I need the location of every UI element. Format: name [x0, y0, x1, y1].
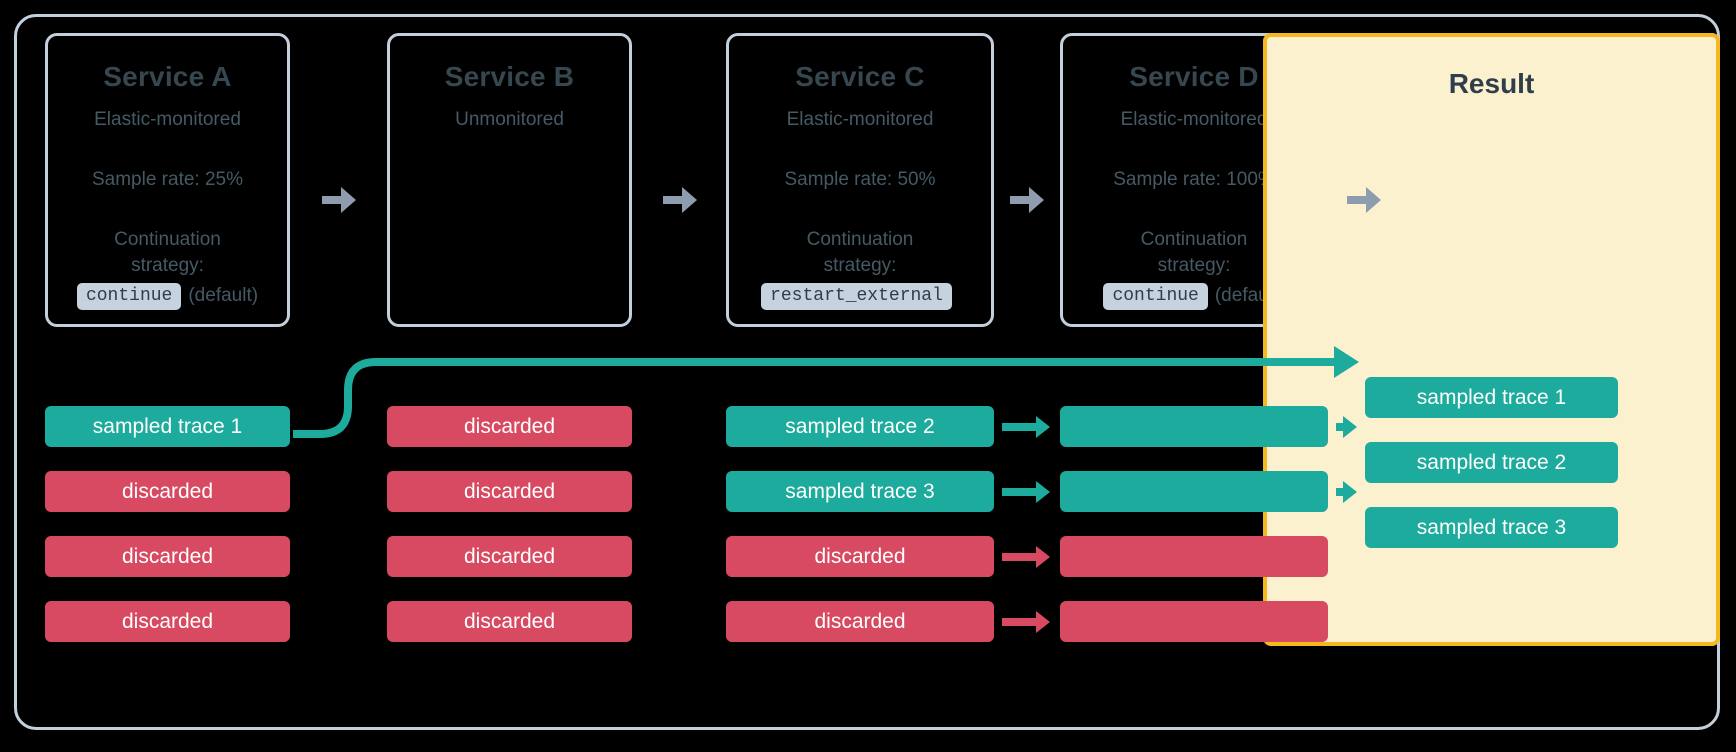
flow-arrow-d-to-result [1347, 187, 1381, 213]
curved-connector-trace1 [293, 346, 1359, 438]
service-a-strategy-note: (default) [188, 285, 259, 307]
service-a-strategy-label: Continuation strategy: [48, 227, 287, 278]
trace-bar-b-3: discarded [387, 536, 632, 577]
service-d-monitoring: Elastic-monitored [1120, 108, 1268, 130]
trace-bar-a-4: discarded [45, 601, 290, 642]
arrow-d1-to-result2 [1336, 416, 1359, 438]
trace-bar-d-1 [1060, 406, 1328, 447]
service-c-strategy-row: restart_external [729, 282, 991, 310]
trace-bar-c-2: sampled trace 3 [726, 471, 994, 512]
service-c-strategy-label: Continuation strategy: [729, 227, 991, 278]
service-panel-a: Service A Elastic-monitored Sample rate:… [45, 33, 290, 327]
service-a-strategy-code: continue [76, 282, 182, 310]
trace-bar-d-3 [1060, 536, 1328, 577]
service-panel-c: Service C Elastic-monitored Sample rate:… [726, 33, 994, 327]
service-b-monitoring: Unmonitored [455, 108, 564, 130]
service-c-sample-rate: Sample rate: 50% [784, 168, 936, 190]
arrow-d2-to-result3 [1336, 481, 1359, 503]
result-item-2: sampled trace 2 [1365, 442, 1618, 483]
arrow-c3-to-d3 [1002, 546, 1052, 568]
trace-bar-a-3: discarded [45, 536, 290, 577]
trace-bar-d-2 [1060, 471, 1328, 512]
result-title: Result [1448, 68, 1535, 99]
service-panel-b: Service B Unmonitored [387, 33, 632, 327]
trace-bar-b-2: discarded [387, 471, 632, 512]
arrow-c2-to-d2 [1002, 481, 1052, 503]
service-c-strategy-line1: Continuation [806, 229, 914, 251]
flow-arrow-c-to-d [1010, 187, 1044, 213]
service-a-sample-rate: Sample rate: 25% [91, 168, 244, 190]
result-item-1: sampled trace 1 [1365, 377, 1618, 418]
trace-bar-d-4 [1060, 601, 1328, 642]
trace-bar-b-1: discarded [387, 406, 632, 447]
trace-bar-a-2: discarded [45, 471, 290, 512]
trace-bar-a-1: sampled trace 1 [45, 406, 290, 447]
arrow-c4-to-d4 [1002, 611, 1052, 633]
service-c-title: Service C [795, 61, 925, 92]
flow-arrow-a-to-b [322, 187, 356, 213]
service-d-strategy-code: continue [1103, 282, 1208, 310]
trace-bar-c-3: discarded [726, 536, 994, 577]
service-a-strategy-line1: Continuation [114, 229, 221, 251]
service-a-strategy-line2: strategy: [131, 255, 204, 277]
service-d-strategy-line2: strategy: [1157, 255, 1231, 277]
service-a-monitoring: Elastic-monitored [94, 108, 241, 130]
flow-arrow-b-to-c [663, 187, 697, 213]
service-d-strategy-line1: Continuation [1140, 229, 1248, 251]
service-d-sample-rate: Sample rate: 100% [1113, 168, 1275, 190]
service-c-strategy-line2: strategy: [823, 255, 897, 277]
service-d-title: Service D [1129, 61, 1259, 92]
service-a-strategy-row: continue (default) [48, 282, 287, 310]
trace-bar-c-4: discarded [726, 601, 994, 642]
result-item-3: sampled trace 3 [1365, 507, 1618, 548]
service-c-strategy-code: restart_external [761, 282, 952, 310]
service-a-title: Service A [103, 61, 232, 92]
service-b-title: Service B [444, 61, 575, 92]
trace-bar-c-1: sampled trace 2 [726, 406, 994, 447]
trace-bar-b-4: discarded [387, 601, 632, 642]
service-c-monitoring: Elastic-monitored [786, 108, 934, 130]
arrow-c1-to-d1 [1002, 416, 1052, 438]
service-d-strategy-label: Continuation strategy: [1063, 227, 1325, 278]
